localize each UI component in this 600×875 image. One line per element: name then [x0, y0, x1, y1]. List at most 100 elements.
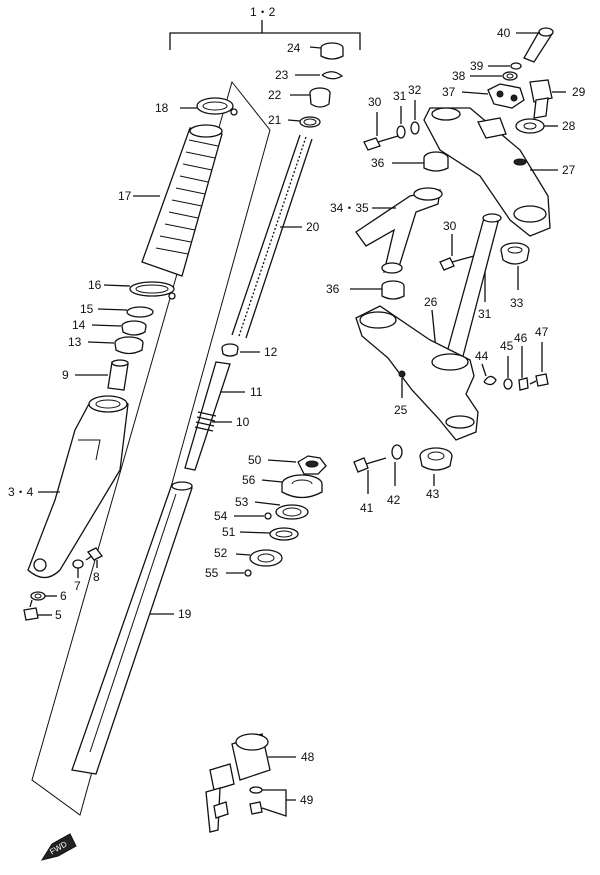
label-39: 39 — [470, 59, 484, 73]
part-41-bolt — [353, 457, 387, 473]
part-36-bushing-lower — [381, 280, 405, 300]
label-17: 17 — [118, 189, 132, 203]
label-34-35: 34・35 — [330, 201, 369, 215]
label-54: 54 — [214, 509, 228, 523]
label-46: 46 — [514, 331, 528, 345]
part-24-cap — [320, 42, 344, 60]
label-48: 48 — [301, 750, 315, 764]
part-51-race — [269, 527, 299, 541]
label-31-lower: 31 — [478, 307, 492, 321]
part-50-nut — [297, 455, 327, 475]
part-18-clamp — [196, 97, 238, 116]
label-21: 21 — [268, 113, 282, 127]
label-20: 20 — [306, 220, 320, 234]
label-5: 5 — [55, 608, 62, 622]
label-18: 18 — [155, 101, 169, 115]
part-30-bolt-lower — [439, 255, 475, 271]
label-30-upper: 30 — [368, 95, 382, 109]
part-19-inner-tube — [71, 481, 193, 775]
label-31-upper: 31 — [393, 89, 407, 103]
assembly-bracket-1-2 — [169, 20, 361, 50]
part-27-upper-bracket — [423, 107, 551, 237]
part-48-ignition-switch — [205, 733, 271, 833]
part-52-seal — [249, 549, 283, 567]
label-7: 7 — [74, 579, 81, 593]
part-11-damper-rod — [184, 361, 231, 471]
part-23-circlip — [321, 71, 344, 80]
part-12-ring — [221, 343, 239, 357]
label-42: 42 — [387, 493, 401, 507]
label-29: 29 — [572, 85, 586, 99]
label-15: 15 — [80, 302, 94, 316]
part-17-fork-boot — [141, 124, 223, 277]
part-26-steering-stem — [445, 213, 502, 361]
label-40: 40 — [497, 26, 511, 40]
label-33: 33 — [510, 296, 524, 310]
part-29-bolt — [529, 79, 553, 119]
label-25: 25 — [394, 403, 408, 417]
label-55: 55 — [205, 566, 219, 580]
label-30-lower: 30 — [443, 219, 457, 233]
label-52: 52 — [214, 546, 228, 560]
part-8-screw — [85, 547, 103, 561]
label-56: 56 — [242, 473, 256, 487]
label-47: 47 — [535, 325, 549, 339]
label-6: 6 — [60, 589, 67, 603]
part-3-4-outer-tube — [27, 395, 129, 579]
label-9: 9 — [62, 368, 69, 382]
part-56-washer — [281, 474, 323, 499]
part-44-clip — [483, 375, 497, 386]
label-36-upper: 36 — [371, 156, 385, 170]
label-28: 28 — [562, 119, 576, 133]
label-13: 13 — [68, 335, 82, 349]
label-53: 53 — [235, 495, 249, 509]
label-3-4: 3・4 — [8, 485, 34, 499]
part-32-washer — [410, 121, 420, 135]
part-36-bushing-upper — [423, 151, 449, 172]
label-41: 41 — [360, 501, 374, 515]
fwd-arrow-icon: FWD — [40, 833, 77, 861]
label-11: 11 — [250, 385, 263, 399]
part-6-washer — [30, 591, 46, 601]
part-14-ring — [121, 320, 147, 336]
part-25-lower-bracket — [355, 305, 479, 441]
part-54-ball — [264, 512, 272, 520]
part-31-washer-upper — [396, 125, 406, 139]
part-47-bolt — [529, 373, 549, 387]
label-14: 14 — [72, 318, 86, 332]
part-43-bearing — [419, 447, 453, 471]
label-51: 51 — [222, 525, 236, 539]
part-46-washer — [518, 377, 529, 391]
part-16-clamp — [129, 281, 176, 300]
label-50: 50 — [248, 453, 262, 467]
label-37: 37 — [442, 85, 456, 99]
part-28-washer — [515, 118, 545, 134]
part-53-race — [275, 504, 309, 520]
label-23: 23 — [275, 68, 289, 82]
part-21-washer — [299, 116, 321, 128]
label-12: 12 — [264, 345, 278, 359]
part-22-seat — [309, 87, 331, 108]
label-49: 49 — [300, 793, 314, 807]
part-39-washer — [510, 62, 522, 70]
part-45-washer — [503, 378, 513, 390]
label-10: 10 — [236, 415, 250, 429]
label-27: 27 — [562, 163, 576, 177]
part-38-washer — [502, 71, 518, 81]
label-26: 26 — [424, 295, 438, 309]
part-10-rebound-spring — [194, 411, 217, 432]
part-9-piece — [107, 359, 129, 391]
label-19: 19 — [178, 607, 192, 621]
part-33-bearing — [500, 242, 530, 265]
part-55-ball — [244, 569, 252, 577]
part-20-fork-spring — [231, 134, 313, 339]
label-8: 8 — [93, 570, 100, 584]
label-16: 16 — [88, 278, 102, 292]
part-30-bolt-upper — [363, 135, 399, 151]
part-40-bolt — [523, 27, 554, 63]
part-34-35-stay — [355, 187, 443, 274]
label-32: 32 — [408, 83, 422, 97]
part-15-ring — [126, 306, 154, 318]
label-22: 22 — [268, 88, 282, 102]
